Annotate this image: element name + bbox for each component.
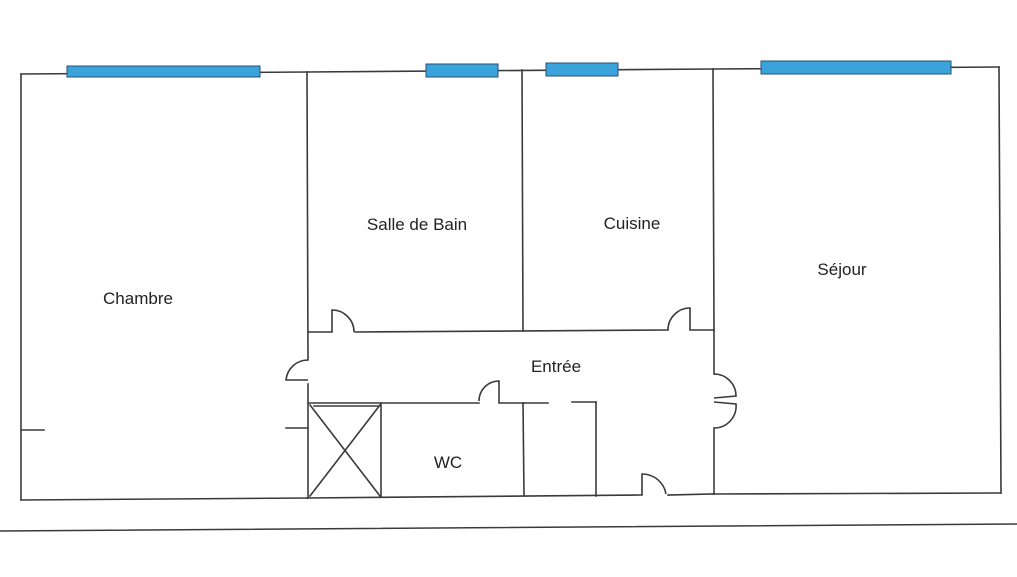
windows <box>66 60 952 78</box>
room-label-wc: WC <box>434 453 462 472</box>
door-cuisine[interactable] <box>667 307 691 331</box>
room-label-cuisine: Cuisine <box>604 214 661 233</box>
door-sejour-lower[interactable] <box>713 401 737 429</box>
wall-bain-cuisine <box>521 69 524 332</box>
doors <box>285 307 737 495</box>
interior-walls <box>20 68 715 499</box>
window-sejour <box>760 60 952 75</box>
room-label-sejour: Séjour <box>817 260 866 279</box>
window-chambre <box>66 65 261 78</box>
wall-bottom-middle <box>667 493 714 496</box>
room-label-chambre: Chambre <box>103 289 173 308</box>
door-entrance[interactable] <box>641 473 667 495</box>
wall-top-middle <box>306 68 714 73</box>
closet-diagonal-2 <box>308 403 382 498</box>
closet-shaft <box>308 403 382 498</box>
wall-right <box>998 66 1002 494</box>
wall-bottom-entrance-left <box>306 494 643 499</box>
wall-wc-right <box>522 402 525 497</box>
wall-corridor-top-middle <box>354 329 669 333</box>
room-label-entree: Entrée <box>531 357 581 376</box>
wall-cuisine-sejour <box>712 68 715 331</box>
exterior-line <box>0 523 1017 532</box>
window-salle-de-bain <box>425 63 499 78</box>
wall-bottom-left <box>20 497 308 501</box>
door-salle-de-bain[interactable] <box>331 309 355 333</box>
outer-walls <box>20 66 1002 501</box>
wall-bottom-right <box>712 492 1002 495</box>
door-sejour-upper[interactable] <box>713 373 737 399</box>
wall-chambre-upper <box>306 71 309 361</box>
door-wc[interactable] <box>478 380 500 403</box>
window-cuisine <box>545 62 619 77</box>
door-chambre[interactable] <box>285 359 309 381</box>
room-label-salle-de-bain: Salle de Bain <box>367 215 467 234</box>
